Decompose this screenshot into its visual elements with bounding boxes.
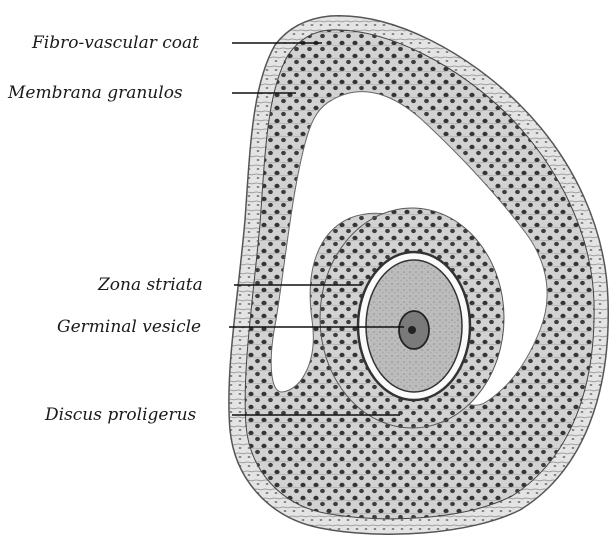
germinal-spot bbox=[408, 326, 416, 334]
label-zona-striata: Zona striata bbox=[97, 275, 203, 295]
label-germinal-vesicle: Germinal vesicle bbox=[57, 317, 201, 337]
label-membrana-granulosa: Membrana granulos bbox=[7, 83, 183, 103]
label-fibro-vascular-coat: Fibro-vascular coat bbox=[31, 33, 199, 53]
label-discus-proligerus: Discus proligerus bbox=[44, 405, 197, 425]
